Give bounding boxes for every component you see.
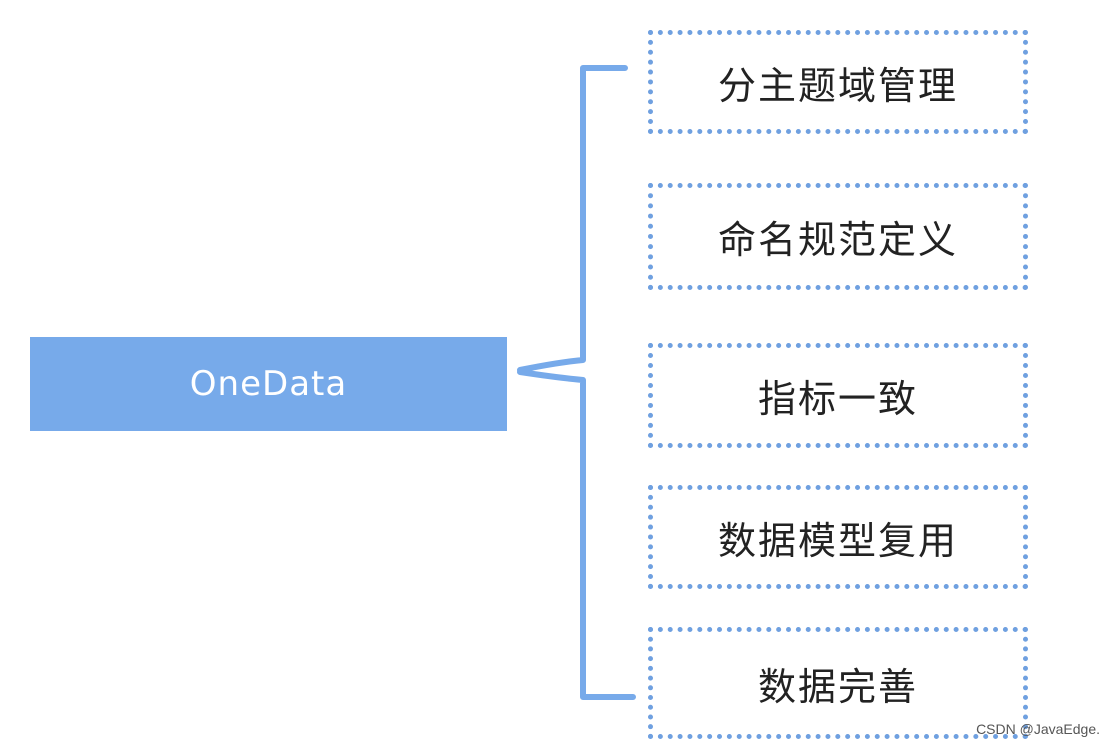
child-node-label: 数据模型复用 bbox=[717, 518, 958, 563]
child-node-data-completeness: 数据完善 bbox=[648, 627, 1028, 739]
child-node-naming-standard: 命名规范定义 bbox=[648, 183, 1028, 290]
child-node-label: 命名规范定义 bbox=[717, 218, 958, 262]
root-node-onedata: OneData bbox=[30, 337, 507, 431]
child-node-label: 分主题域管理 bbox=[717, 63, 958, 108]
child-node-subject-domain: 分主题域管理 bbox=[648, 30, 1028, 134]
child-node-label: 数据完善 bbox=[757, 664, 918, 709]
watermark: CSDN @JavaEdge. bbox=[976, 721, 1100, 737]
root-node-label: OneData bbox=[189, 364, 348, 404]
child-node-metric-consistency: 指标一致 bbox=[648, 343, 1028, 448]
child-node-model-reuse: 数据模型复用 bbox=[648, 485, 1028, 589]
child-node-label: 指标一致 bbox=[757, 377, 918, 421]
